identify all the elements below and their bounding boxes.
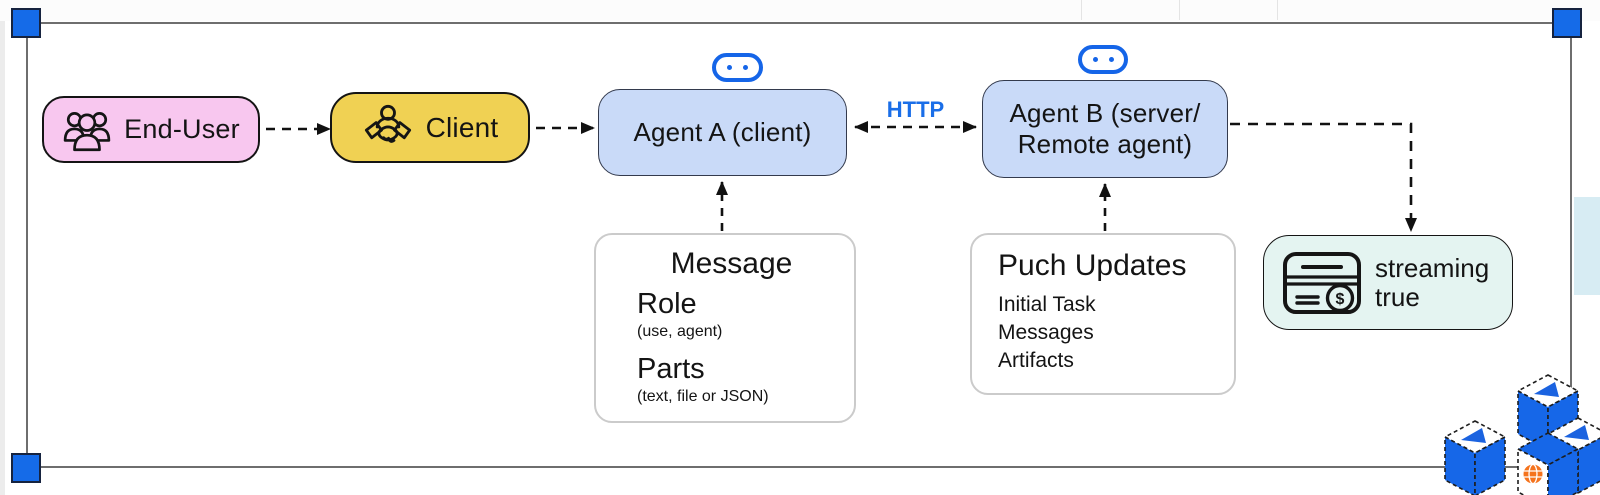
field-sub-parts: (text, file or JSON) <box>637 388 769 405</box>
node-end-user[interactable]: End-User <box>42 96 260 163</box>
robot-icon[interactable] <box>1078 45 1128 74</box>
toolbar-divider <box>1081 0 1082 20</box>
triangle-logo <box>1564 425 1589 440</box>
streaming-label: streaming true <box>1375 252 1490 312</box>
selection-handle-top-left[interactable] <box>11 8 41 38</box>
streaming-label-line2: true <box>1375 281 1420 312</box>
card-push-updates[interactable]: Puch Updates Initial Task Messages Artif… <box>970 233 1236 395</box>
robot-icon[interactable] <box>712 53 763 82</box>
field-sub-role: (use, agent) <box>637 323 723 340</box>
node-label-line2: Remote agent) <box>1017 129 1193 159</box>
handshake-icon <box>362 103 414 153</box>
card-title: Message <box>670 247 793 280</box>
isometric-cubes-illustration[interactable] <box>1395 335 1600 495</box>
list-item: Artifacts <box>998 349 1074 372</box>
node-client[interactable]: Client <box>330 92 530 163</box>
selection-handle-top-right[interactable] <box>1552 8 1582 38</box>
people-group-icon <box>62 107 112 153</box>
node-agent-b[interactable]: Agent B (server/ Remote agent) <box>982 80 1228 178</box>
card-title: Puch Updates <box>998 249 1187 282</box>
field-heading-role: Role <box>637 288 697 320</box>
credit-card-dollar-icon: $ <box>1282 250 1362 316</box>
cube <box>1517 374 1579 451</box>
node-agent-a[interactable]: Agent A (client) <box>598 89 847 176</box>
node-label: End-User <box>124 114 240 144</box>
side-accent-panel <box>1574 197 1600 295</box>
robot-eye <box>727 65 732 70</box>
selection-handle-bottom-left[interactable] <box>11 453 41 483</box>
canvas-left-edge <box>0 0 5 495</box>
toolbar-divider <box>1179 0 1180 20</box>
toolbar-divider <box>1277 0 1278 20</box>
streaming-label-line1: streaming <box>1375 252 1490 283</box>
node-label: Agent A (client) <box>633 117 812 147</box>
triangle-logo <box>1461 428 1486 443</box>
field-heading-parts: Parts <box>637 353 705 385</box>
node-label: Client <box>425 111 499 143</box>
robot-eye <box>1108 57 1114 62</box>
push-updates-list: Initial Task Messages Artifacts <box>998 291 1218 375</box>
list-item: Messages <box>998 321 1094 344</box>
node-label-line1: Agent B (server/ <box>1009 98 1201 128</box>
robot-eye <box>743 65 748 70</box>
selection-rectangle[interactable] <box>26 22 1572 468</box>
globe-icon <box>1523 463 1543 485</box>
node-streaming-true[interactable]: $ streaming true <box>1263 235 1513 330</box>
cube <box>1444 420 1506 495</box>
http-edge-label: HTTP <box>886 97 945 122</box>
robot-eye <box>1092 57 1098 62</box>
list-item: Initial Task <box>998 293 1096 316</box>
svg-text:$: $ <box>1336 291 1345 308</box>
triangle-logo <box>1534 382 1559 397</box>
top-toolbar-strip <box>0 0 1600 21</box>
card-message[interactable]: Message Role (use, agent) Parts (text, f… <box>594 233 856 423</box>
cube-with-globe <box>1517 432 1579 495</box>
